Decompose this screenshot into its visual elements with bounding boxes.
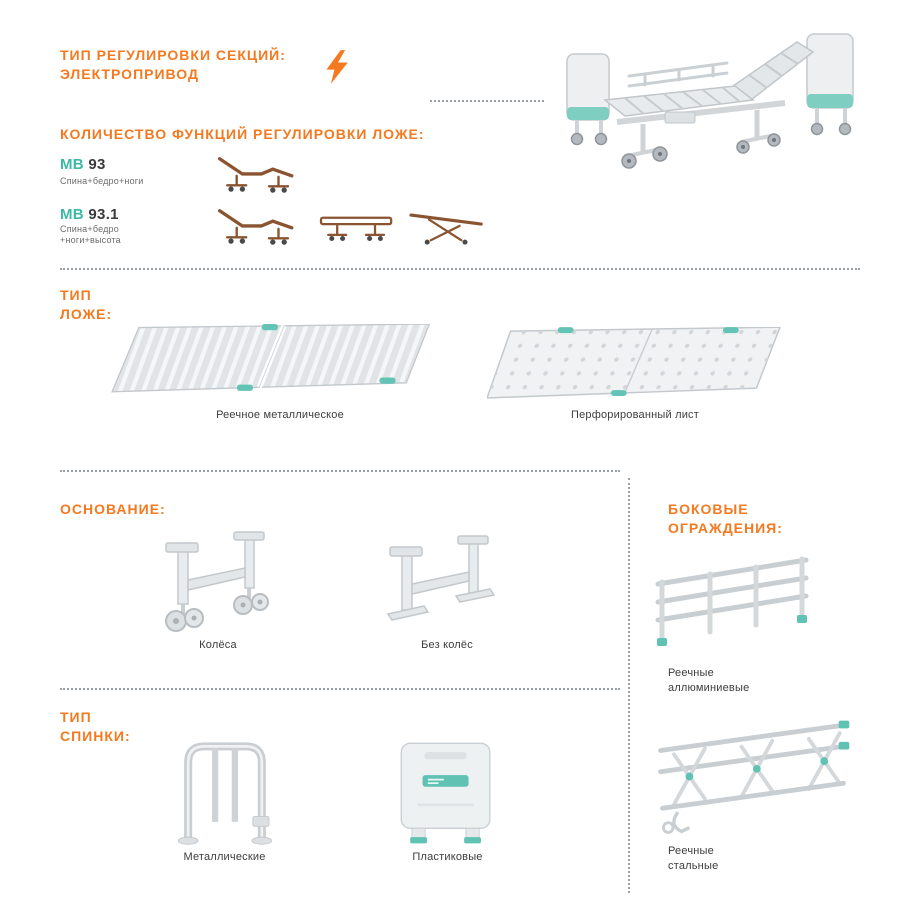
drive-type-block: ТИП РЕГУЛИРОВКИ СЕКЦИЙ: ЭЛЕКТРОПРИВОД	[60, 46, 340, 84]
base-option-label: Без колёс	[421, 639, 473, 651]
hospital-bed-illustration	[545, 8, 865, 190]
section-divider	[60, 688, 620, 690]
slatted-platform-image	[92, 324, 462, 406]
model-number: 93.1	[88, 206, 119, 223]
model-prefix: МВ	[60, 156, 84, 173]
headboard-option-label: Металлические	[183, 851, 266, 863]
bed-tilt-icon	[402, 202, 492, 248]
column-divider	[628, 478, 630, 893]
base-title: ОСНОВАНИЕ:	[60, 501, 166, 517]
model-code-mb93: МВ 93	[60, 156, 106, 173]
model-code-mb931: МВ 93.1	[60, 206, 119, 223]
section-divider	[60, 470, 620, 472]
model-number: 93	[88, 156, 106, 173]
metal-headboard-image	[160, 732, 290, 847]
plastic-headboard-image	[385, 738, 507, 846]
bed-flat-icon	[312, 202, 402, 248]
aluminum-rail-image	[648, 542, 818, 660]
platform-type-title: ТИП ЛОЖЕ:	[60, 287, 113, 322]
model-prefix: МВ	[60, 206, 84, 223]
drive-type-title: ТИП РЕГУЛИРОВКИ СЕКЦИЙ:	[60, 47, 286, 63]
lightning-icon	[322, 48, 354, 86]
perforated-platform-image	[487, 327, 782, 406]
model-desc-mb931: Спина+бедро +ноги+высота	[60, 224, 121, 245]
side-rail-option-label: Реечные стальные	[668, 845, 719, 872]
drive-type-value: ЭЛЕКТРОПРИВОД	[60, 66, 199, 82]
section-divider	[60, 268, 860, 270]
platform-option-label: Реечное металлическое	[216, 409, 344, 421]
base-option-label: Колёса	[199, 639, 237, 651]
headboard-option-label: Пластиковые	[412, 851, 483, 863]
bed-profile-icon	[212, 202, 307, 248]
side-rails-title: БОКОВЫЕ ОГРАЖДЕНИЯ:	[668, 501, 783, 536]
functions-title: КОЛИЧЕСТВО ФУНКЦИЙ РЕГУЛИРОВКИ ЛОЖЕ:	[60, 126, 425, 142]
base-wheels-image	[148, 524, 298, 636]
headboard-type-title: ТИП СПИНКИ:	[60, 709, 131, 744]
model-desc-mb93: Спина+бедро+ноги	[60, 176, 144, 186]
side-rail-option-label: Реечные аллюминиевые	[668, 667, 750, 694]
platform-option-label: Перфорированный лист	[570, 409, 699, 421]
base-no-wheels-image	[372, 530, 522, 632]
steel-rail-image	[645, 712, 860, 842]
bed-profile-icon	[212, 150, 307, 196]
